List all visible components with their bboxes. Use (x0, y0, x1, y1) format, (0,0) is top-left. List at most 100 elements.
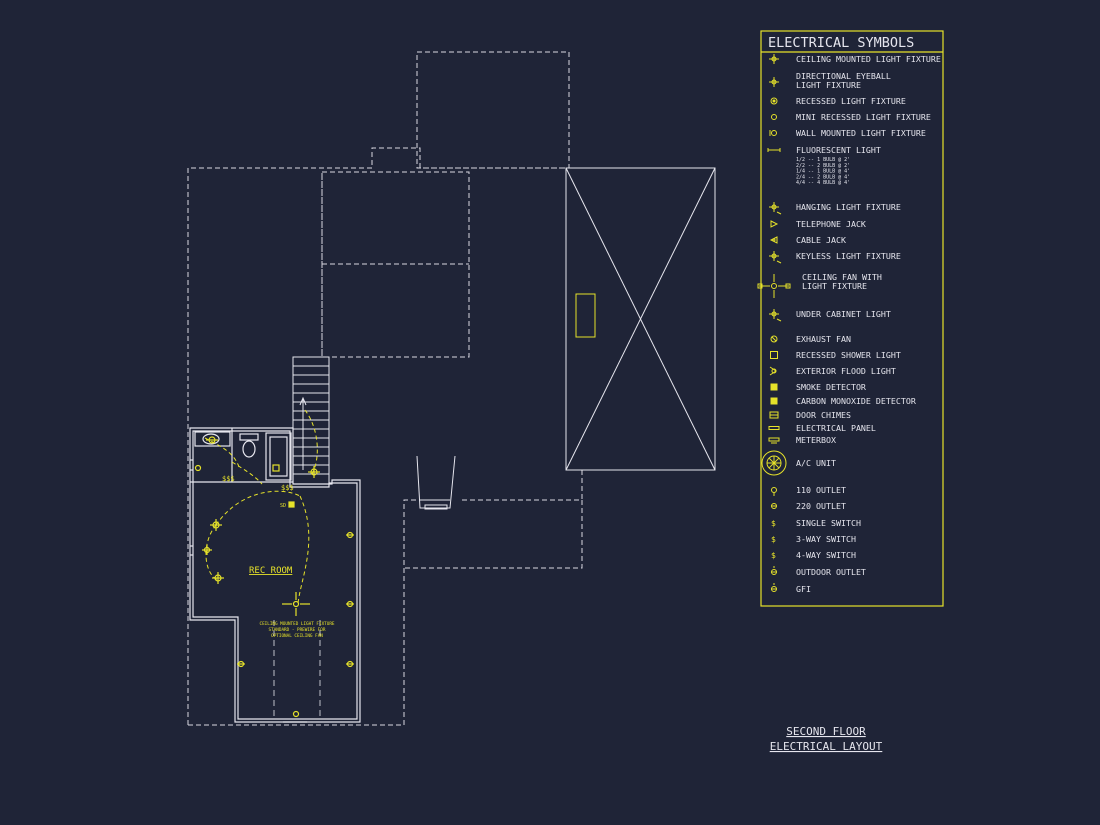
legend-label: 4/4 -- 4 BULB @ 4' (796, 180, 850, 186)
drawing-title-line1: SECOND FLOOR (786, 725, 866, 738)
legend-label: EXHAUST FAN (796, 334, 851, 344)
co-detector-icon (770, 397, 778, 405)
legend-label: 220 OUTLET (796, 501, 846, 511)
cable-jack-icon (769, 236, 778, 244)
smoke-detector-icon (288, 501, 295, 508)
three-way-switch-icon: $ (771, 535, 776, 544)
single-switch-icon: $ (771, 519, 776, 528)
ac-unit-icon (761, 450, 787, 476)
ceiling-light-icon (202, 545, 212, 555)
legend-label: WALL MOUNTED LIGHT FIXTURE (796, 128, 926, 138)
hall-light-icon (308, 466, 320, 478)
legend-label: DOOR CHIMES (796, 410, 851, 420)
legend-label: UNDER CABINET LIGHT (796, 309, 891, 319)
legend-label: ELECTRICAL PANEL (796, 423, 876, 433)
legend-frame (760, 30, 944, 607)
switch-bank: $$$ (281, 484, 294, 492)
hanging-light-icon (769, 202, 782, 215)
fixture-note-line: OPTIONAL CEILING FAN (271, 633, 323, 639)
outlet-110-icon (346, 600, 354, 608)
eyeball-light-icon (769, 77, 779, 87)
switch-bank: $$$ (222, 475, 235, 483)
drawing-title: SECOND FLOOR ELECTRICAL LAYOUT (770, 725, 883, 753)
drawing-title-line2: ELECTRICAL LAYOUT (770, 740, 883, 753)
under-cabinet-light-icon (769, 309, 782, 322)
chimney-stub (416, 455, 456, 510)
legend-label: KEYLESS LIGHT FIXTURE (796, 251, 901, 261)
legend-label: A/C UNIT (796, 458, 836, 468)
smoke-detector-icon (770, 383, 778, 391)
legend-label: FLUORESCENT LIGHT (796, 145, 881, 155)
fixture-note-line: STANDARD - PREWIRE FOR (269, 627, 326, 633)
svg-text:$: $ (771, 551, 776, 560)
smoke-detector-tag: SD (280, 503, 286, 509)
attic-vent (575, 293, 596, 338)
legend-label: GFI (796, 584, 811, 594)
shower-light-icon (272, 464, 280, 472)
electrical-panel-icon (768, 426, 780, 430)
legend-label: LIGHT FIXTURE (802, 281, 867, 291)
outlet-220-icon (771, 503, 777, 509)
ceiling-light-icon (769, 54, 779, 64)
svg-text:$: $ (771, 535, 776, 544)
legend-label: LIGHT FIXTURE (796, 80, 861, 90)
recessed-light-icon (770, 97, 778, 105)
ceiling-fan-icon (282, 592, 310, 616)
legend-label: 1/2 -- 1 BULB @ 2' (796, 157, 850, 163)
bath-light-icon (206, 436, 218, 444)
outlet-110-icon (771, 487, 777, 496)
legend-label: 1/4 -- 1 BULB @ 4' (796, 169, 850, 175)
legend-label: OUTDOOR OUTLET (796, 567, 866, 577)
legend-label: 3-WAY SWITCH (796, 534, 856, 544)
legend-label: 2/2 -- 2 BULB @ 2' (796, 163, 850, 169)
legend-label: 4-WAY SWITCH (796, 550, 856, 560)
gfi-outlet-icon (771, 583, 777, 592)
four-way-switch-icon: $ (771, 551, 776, 560)
hip-roof (565, 167, 716, 471)
outlet-110-icon (194, 464, 202, 472)
fluorescent-light-icon (767, 148, 781, 152)
legend-label: MINI RECESSED LIGHT FIXTURE (796, 112, 931, 122)
legend-label: METERBOX (796, 435, 836, 445)
legend-label: CEILING MOUNTED LIGHT FIXTURE (796, 54, 941, 64)
svg-text:$: $ (771, 519, 776, 528)
outdoor-outlet-icon (771, 566, 777, 575)
exhaust-fan-icon (770, 335, 778, 343)
outlet-110-icon (237, 660, 245, 668)
ceiling-light-icon (212, 572, 224, 584)
telephone-jack-icon (770, 220, 779, 228)
keyless-light-icon (769, 251, 782, 264)
roof-outline (187, 51, 583, 726)
legend-box: ELECTRICAL SYMBOLS CEILING MOUNTED LIGHT… (757, 30, 944, 607)
ceiling-fan-icon (757, 274, 791, 298)
legend-rows: CEILING MOUNTED LIGHT FIXTURE DIRECTIONAL… (757, 54, 941, 594)
floor-walls (189, 427, 361, 723)
room-label-rec-room: REC ROOM (249, 566, 293, 576)
flood-light-icon (769, 366, 777, 376)
legend-label: 110 OUTLET (796, 485, 846, 495)
legend-label: RECESSED SHOWER LIGHT (796, 350, 901, 360)
legend-title: ELECTRICAL SYMBOLS (768, 35, 914, 51)
legend-label: 2/4 -- 2 BULB @ 4' (796, 174, 850, 180)
recessed-shower-light-icon (770, 351, 778, 359)
legend-label: SMOKE DETECTOR (796, 382, 866, 392)
legend-label: DIRECTIONAL EYEBALL (796, 71, 891, 81)
outlet-110-icon (346, 531, 354, 539)
ceiling-break-lines (273, 620, 321, 720)
legend-label: CARBON MONOXIDE DETECTOR (796, 396, 916, 406)
ceiling-light-icon (210, 519, 222, 531)
legend-label: SINGLE SWITCH (796, 518, 861, 528)
wall-light-icon (769, 130, 777, 136)
legend-label: EXTERIOR FLOOD LIGHT (796, 366, 896, 376)
fixture-note: CEILING MOUNTED LIGHT FIXTURE STANDARD -… (259, 621, 334, 639)
mini-recessed-light-icon (771, 114, 777, 120)
legend-label: CABLE JACK (796, 235, 846, 245)
legend-label: HANGING LIGHT FIXTURE (796, 202, 901, 212)
door-chimes-icon (769, 411, 779, 419)
outlet-110-icon (346, 660, 354, 668)
outlet-110-icon (292, 710, 300, 718)
legend-label: TELEPHONE JACK (796, 219, 866, 229)
legend-label: RECESSED LIGHT FIXTURE (796, 96, 906, 106)
fixture-note-line: CEILING MOUNTED LIGHT FIXTURE (259, 621, 334, 627)
